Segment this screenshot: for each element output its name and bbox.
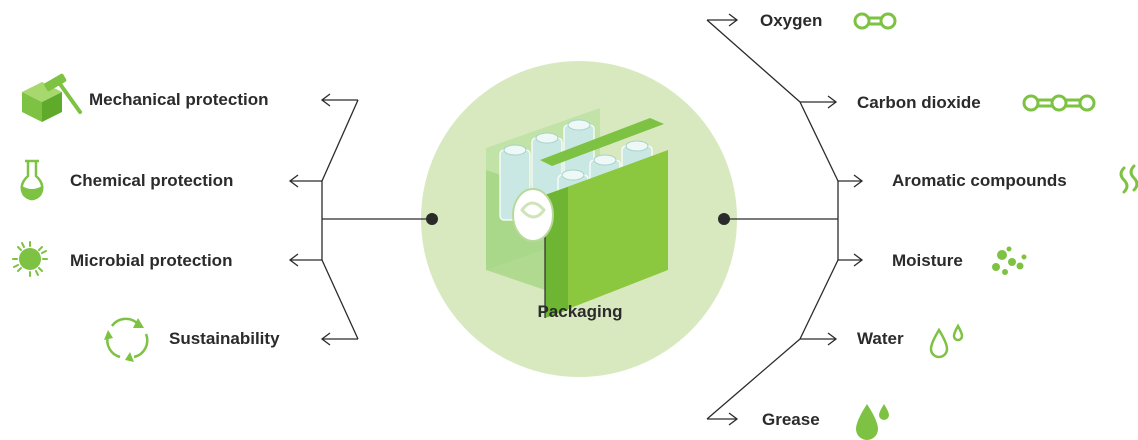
moisture-droplets-icon	[992, 246, 1027, 275]
center-label-packaging: Packaging	[537, 302, 623, 321]
left-connector-lines	[288, 93, 432, 346]
recycle-arrows-icon	[104, 317, 149, 362]
label-sustainability: Sustainability	[169, 329, 280, 348]
label-water: Water	[857, 329, 904, 348]
oxygen-molecule-icon	[853, 12, 897, 30]
label-mechanical-protection: Mechanical protection	[89, 90, 269, 109]
packaging-box-illustration	[486, 108, 668, 318]
hammer-block-icon	[22, 73, 82, 122]
microbe-icon	[12, 241, 48, 277]
grease-drop-icon	[856, 404, 889, 440]
label-microbial-protection: Microbial protection	[70, 251, 233, 270]
label-aromatic-compounds: Aromatic compounds	[892, 171, 1067, 190]
water-drop-outline-icon	[929, 323, 964, 359]
right-connector-lines	[706, 13, 864, 426]
carbon-dioxide-molecule-icon	[1022, 94, 1096, 112]
flask-icon	[20, 159, 44, 201]
label-carbon-dioxide: Carbon dioxide	[857, 93, 981, 112]
label-chemical-protection: Chemical protection	[70, 171, 234, 190]
label-oxygen: Oxygen	[760, 11, 823, 30]
label-moisture: Moisture	[892, 251, 963, 270]
label-grease: Grease	[762, 410, 820, 429]
aroma-waves-icon	[1119, 164, 1138, 194]
